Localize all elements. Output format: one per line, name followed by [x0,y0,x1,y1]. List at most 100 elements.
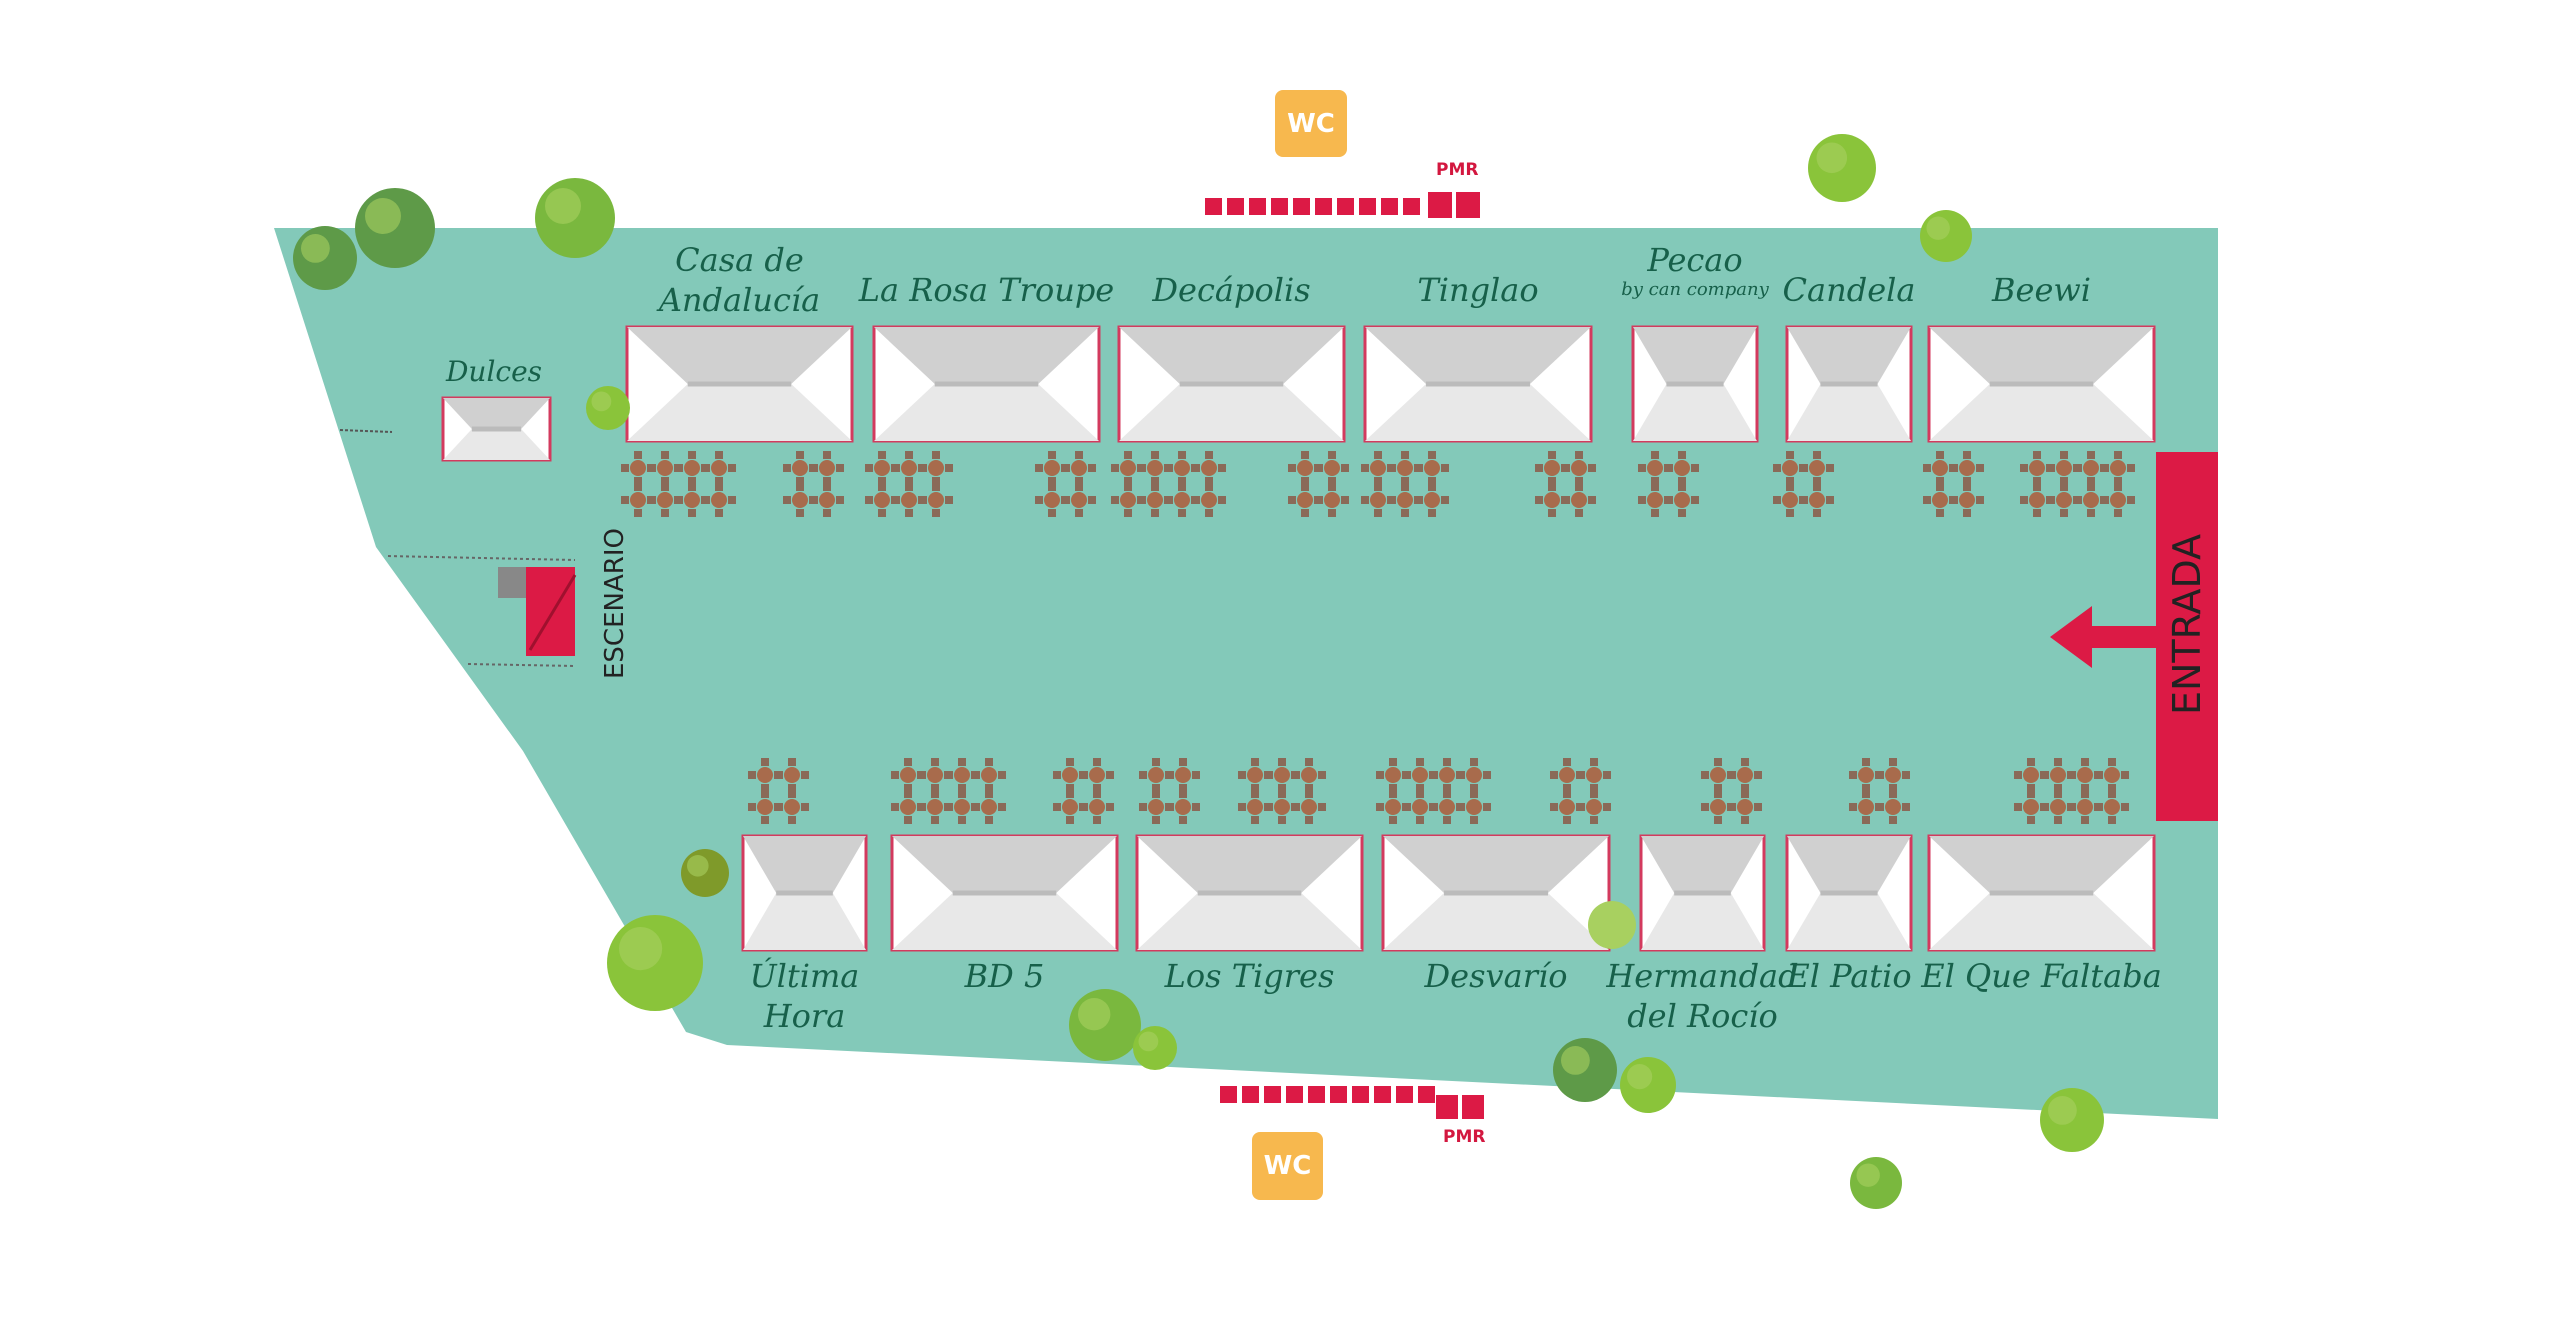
wc-top: WC [1275,90,1347,157]
stall-name: Decápolis [1152,271,1311,309]
parking-space [1396,1086,1413,1103]
table-icon [1192,451,1226,485]
table-icon [1665,451,1699,485]
top-stall-tent[interactable] [1363,325,1593,443]
bottom-stall-tent[interactable] [1785,834,1913,952]
dulces-tent[interactable] [441,396,552,462]
table-icon [810,483,844,517]
bottom-stall-tent[interactable] [890,834,1119,952]
table-icon [1950,483,1984,517]
bottom-stall-tent[interactable] [1927,834,2156,952]
parking-space [1249,198,1266,215]
table-icon [1800,451,1834,485]
stall-name-line2: Andalucía [658,281,821,319]
stall-name: Beewi [1991,271,2092,309]
table-icon [1577,758,1611,792]
table-icon [1292,790,1326,824]
tree-icon [1850,1157,1902,1209]
table-icon [1950,451,1984,485]
parking-space [1242,1086,1259,1103]
table-icon [1728,758,1762,792]
top-stall-tent[interactable] [1631,325,1759,443]
table-icon [702,483,736,517]
stall-name: BD 5 [964,957,1045,995]
table-icon [2095,790,2129,824]
bottom-stall-label: Los Tigres [1165,956,1335,996]
top-stall-label: Tinglao [1417,270,1538,310]
table-icon [702,451,736,485]
table-icon [2101,451,2135,485]
table-icon [1577,790,1611,824]
tree-icon [1133,1026,1177,1070]
parking-space [1403,198,1420,215]
parking-space [1359,198,1376,215]
table-icon [1292,758,1326,792]
parking-space [1374,1086,1391,1103]
table-icon [1457,790,1491,824]
table-icon [919,451,953,485]
stall-name-line2: del Rocío [1627,997,1778,1035]
wc-bottom: WC [1252,1132,1323,1200]
tree-icon [1920,210,1972,262]
table-icon [2095,758,2129,792]
stall-subtitle: by can company [1621,279,1769,300]
pmr-top-label: PMR [1436,160,1479,180]
table-icon [1876,790,1910,824]
top-stall-tent[interactable] [872,325,1101,443]
top-stall-label: Decápolis [1152,270,1310,310]
tree-icon [607,915,703,1011]
stall-name: La Rosa Troupe [858,271,1115,309]
table-icon [1315,451,1349,485]
entrance-bar [2156,452,2218,821]
top-stall-tent[interactable] [625,325,854,443]
stage-label: ESCENARIO [600,528,630,679]
parking-space [1227,198,1244,215]
bottom-stall-tent[interactable] [1639,834,1766,952]
dulces-label: Dulces [445,355,543,388]
entrance-arrow-icon [2050,606,2156,668]
table-icon [775,790,809,824]
table-icon [1800,483,1834,517]
bottom-stall-tent[interactable] [1381,834,1611,952]
pmr-bottom-label: PMR [1443,1127,1486,1147]
table-icon [1562,483,1596,517]
parking-space [1315,198,1332,215]
parking-space [1264,1086,1281,1103]
bottom-stall-tent[interactable] [741,834,868,952]
table-icon [1457,758,1491,792]
tree-icon [681,849,729,897]
bottom-stall-label: El Que Faltaba [1921,956,2162,996]
bottom-stall-label: Desvarío [1425,956,1568,996]
top-stall-tent[interactable] [1927,325,2156,443]
table-icon [1562,451,1596,485]
pmr-space [1462,1095,1484,1119]
stall-name: Candela [1782,271,1916,309]
table-icon [1192,483,1226,517]
stage [339,429,577,667]
table-icon [1315,483,1349,517]
table-icon [1080,790,1114,824]
bottom-stall-tent[interactable] [1135,834,1364,952]
top-stall-tent[interactable] [1785,325,1913,443]
table-icon [1665,483,1699,517]
pmr-space [1456,192,1480,218]
entrance-label[interactable]: ENTRADA [2165,533,2209,715]
stall-name: Casa de [675,241,804,279]
table-icon [1062,483,1096,517]
tree-icon [1588,901,1636,949]
table-icon [1415,451,1449,485]
top-stall-tent[interactable] [1117,325,1346,443]
parking-space [1381,198,1398,215]
table-icon [2101,483,2135,517]
bottom-stall-label: El Patio [1786,956,1911,996]
table-icon [1166,758,1200,792]
parking-space [1205,198,1222,215]
tree-icon [586,386,630,430]
stall-name: Pecao [1647,241,1743,279]
parking-space [1330,1086,1347,1103]
parking-space [1286,1086,1303,1103]
top-stall-label: Candela [1783,270,1916,310]
